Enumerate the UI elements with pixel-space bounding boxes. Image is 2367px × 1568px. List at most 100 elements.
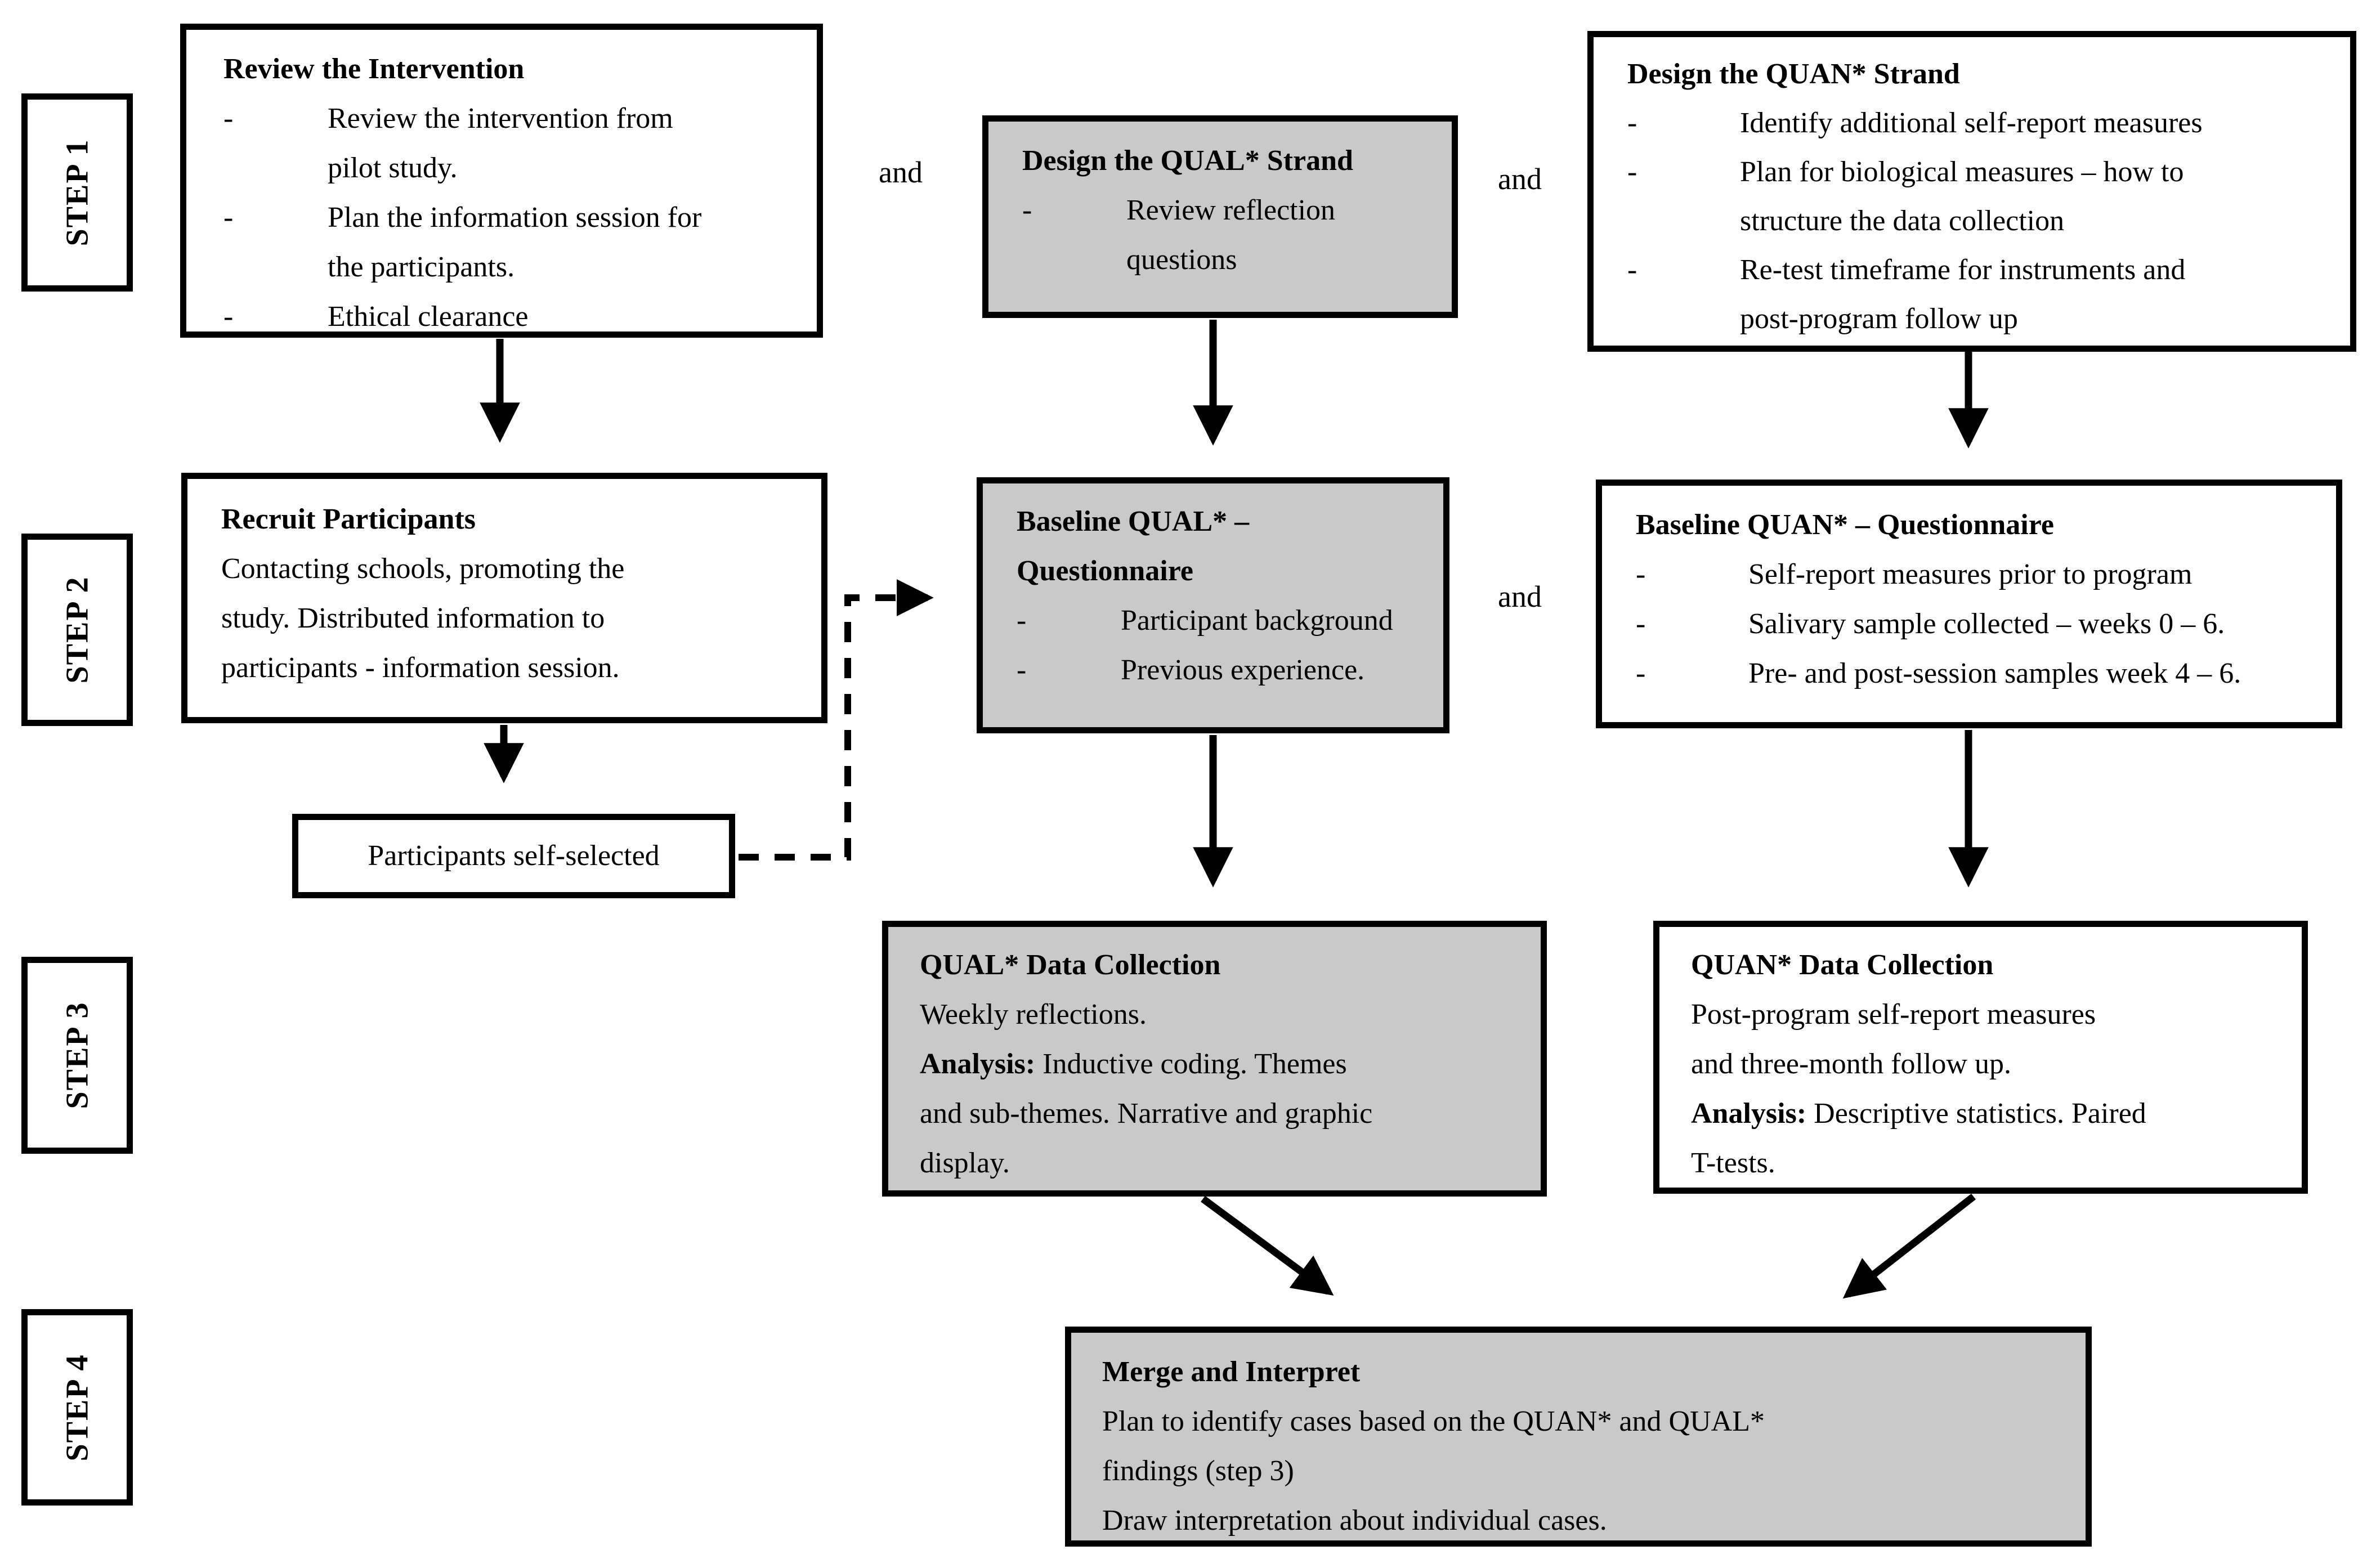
bullet-dash: -	[1017, 654, 1027, 686]
step-3-label: STEP 3	[21, 957, 133, 1154]
bullet-text: Plan for biological measures – how to st…	[1740, 147, 2184, 245]
text-line: Post-program self-report measures	[1691, 998, 2096, 1031]
bullet-text: Pre- and post-session samples week 4 – 6…	[1748, 649, 2241, 698]
text-line: Weekly reflections.	[920, 998, 1147, 1031]
bullet-item: - Self-report measures prior to program	[1636, 550, 2323, 599]
box-merge-and-interpret: Merge and Interpret Plan to identify cas…	[1065, 1327, 2092, 1547]
text-line: Contacting schools, promoting the	[221, 553, 625, 585]
text-line: pilot study.	[328, 152, 458, 184]
text-line: Self-report measures prior to program	[1748, 558, 2193, 590]
box-recruit-participants: Recruit Participants Contacting schools,…	[181, 473, 827, 723]
bullet-text: Participant background	[1121, 596, 1393, 646]
text-line: Review the intervention from	[328, 102, 673, 135]
box-title: Baseline QUAN* – Questionnaire	[1636, 509, 2054, 541]
dashed-arrow-self-selected-to-baseline-qual	[739, 579, 934, 861]
bullet-text: Re-test timeframe for instruments and po…	[1740, 245, 2185, 343]
bullet-dash: -	[1017, 604, 1027, 637]
box-design-quan-strand: Design the QUAN* Strand - Identify addit…	[1587, 31, 2356, 352]
bullet-dash: -	[1627, 254, 1637, 286]
text-line: Draw interpretation about individual cas…	[1102, 1504, 1607, 1536]
bullet-text: Ethical clearance	[328, 292, 529, 342]
bullet-dash: -	[223, 301, 234, 333]
text-line: Plan for biological measures – how to	[1740, 156, 2184, 188]
text-line: Review reflection	[1126, 194, 1336, 226]
text-line: post-program follow up	[1740, 303, 2018, 335]
box-design-qual-strand: Design the QUAL* Strand - Review reflect…	[982, 115, 1458, 318]
step-1-label: STEP 1	[21, 93, 133, 292]
text-line: display.	[920, 1147, 1010, 1179]
text-line: Analysis: Inductive coding. Themes	[920, 1040, 1527, 1089]
text-line: Salivary sample collected – weeks 0 – 6.	[1748, 608, 2225, 640]
text-line: and three-month follow up.	[1691, 1048, 2011, 1080]
text-line: Plan to identify cases based on the QUAN…	[1102, 1405, 1765, 1437]
bullet-text: Identify additional self-report measures	[1740, 98, 2203, 147]
bullet-item: - Plan the information session for the p…	[223, 193, 797, 292]
bullet-item: - Ethical clearance	[223, 292, 797, 342]
bullet-text: Salivary sample collected – weeks 0 – 6.	[1748, 599, 2225, 649]
and-label-row1-right: and	[1498, 162, 1542, 196]
analysis-label: Analysis:	[1691, 1097, 1807, 1130]
text-line: findings (step 3)	[1102, 1455, 1294, 1487]
bullet-dash: -	[223, 201, 234, 234]
text-line: Pre- and post-session samples week 4 – 6…	[1748, 657, 2241, 689]
text-line: participants - information session.	[221, 652, 620, 684]
text-line: T-tests.	[1691, 1147, 1775, 1179]
box-quan-data-collection: QUAN* Data Collection Post-program self-…	[1653, 921, 2308, 1194]
bullet-item: - Participant background	[1017, 596, 1430, 646]
arrow-quan-data-to-merge	[1842, 1193, 1976, 1299]
text-line: questions	[1126, 244, 1237, 276]
box-title-line: Questionnaire	[1017, 555, 1193, 587]
box-baseline-qual: Baseline QUAL* – Questionnaire - Partici…	[977, 477, 1449, 733]
box-title: Design the QUAL* Strand	[1022, 145, 1353, 177]
text-line: Previous experience.	[1121, 654, 1365, 686]
analysis-text: Descriptive statistics. Paired	[1806, 1097, 2146, 1130]
text-line: Identify additional self-report measures	[1740, 107, 2203, 139]
step-3-text: STEP 3	[60, 1001, 95, 1109]
step-2-label: STEP 2	[21, 534, 133, 726]
bullet-item: - Review reflection questions	[1022, 186, 1438, 285]
text-line: Participant background	[1121, 604, 1393, 637]
box-qual-data-collection: QUAL* Data Collection Weekly reflections…	[882, 921, 1547, 1197]
bullet-dash: -	[223, 102, 234, 135]
bullet-dash: -	[1627, 156, 1637, 188]
bullet-text: Previous experience.	[1121, 646, 1364, 695]
box-title: Design the QUAN* Strand	[1627, 58, 1960, 90]
analysis-label: Analysis:	[920, 1048, 1036, 1080]
box-title: Recruit Participants	[221, 503, 476, 535]
box-title: QUAL* Data Collection	[920, 949, 1221, 981]
bullet-item: - Pre- and post-session samples week 4 –…	[1636, 649, 2323, 698]
box-label: Participants self-selected	[368, 840, 660, 872]
bullet-dash: -	[1022, 194, 1032, 226]
bullet-item: - Plan for biological measures – how to …	[1627, 147, 2337, 245]
box-title: Review the Intervention	[223, 53, 525, 85]
bullet-item: - Previous experience.	[1017, 646, 1430, 695]
text-line: structure the data collection	[1740, 205, 2065, 237]
box-review-intervention: Review the Intervention - Review the int…	[180, 24, 823, 338]
step-4-label: STEP 4	[21, 1309, 133, 1506]
analysis-text: Inductive coding. Themes	[1035, 1048, 1347, 1080]
step-4-text: STEP 4	[60, 1354, 95, 1461]
bullet-text: Review reflection questions	[1126, 186, 1335, 285]
bullet-item: - Identify additional self-report measur…	[1627, 98, 2337, 147]
bullet-dash: -	[1636, 558, 1646, 590]
text-line: study. Distributed information to	[221, 602, 605, 634]
bullet-item: - Review the intervention from pilot stu…	[223, 94, 797, 193]
text-line: and sub-themes. Narrative and graphic	[920, 1097, 1373, 1130]
box-title-line: Baseline QUAL* –	[1017, 505, 1250, 537]
and-label-row2: and	[1498, 580, 1542, 613]
bullet-text: Plan the information session for the par…	[328, 193, 701, 292]
bullet-dash: -	[1627, 107, 1637, 139]
text-line: the participants.	[328, 251, 515, 283]
box-title: Merge and Interpret	[1102, 1356, 1361, 1388]
bullet-item: - Re-test timeframe for instruments and …	[1627, 245, 2337, 343]
bullet-text: Self-report measures prior to program	[1748, 550, 2192, 599]
text-line: Re-test timeframe for instruments and	[1740, 254, 2186, 286]
and-label-row1-left: and	[879, 155, 923, 189]
bullet-text: Review the intervention from pilot study…	[328, 94, 673, 193]
bullet-dash: -	[1636, 608, 1646, 640]
step-1-text: STEP 1	[60, 138, 95, 247]
step-2-text: STEP 2	[60, 576, 95, 684]
arrow-qual-data-to-merge	[1201, 1195, 1334, 1296]
